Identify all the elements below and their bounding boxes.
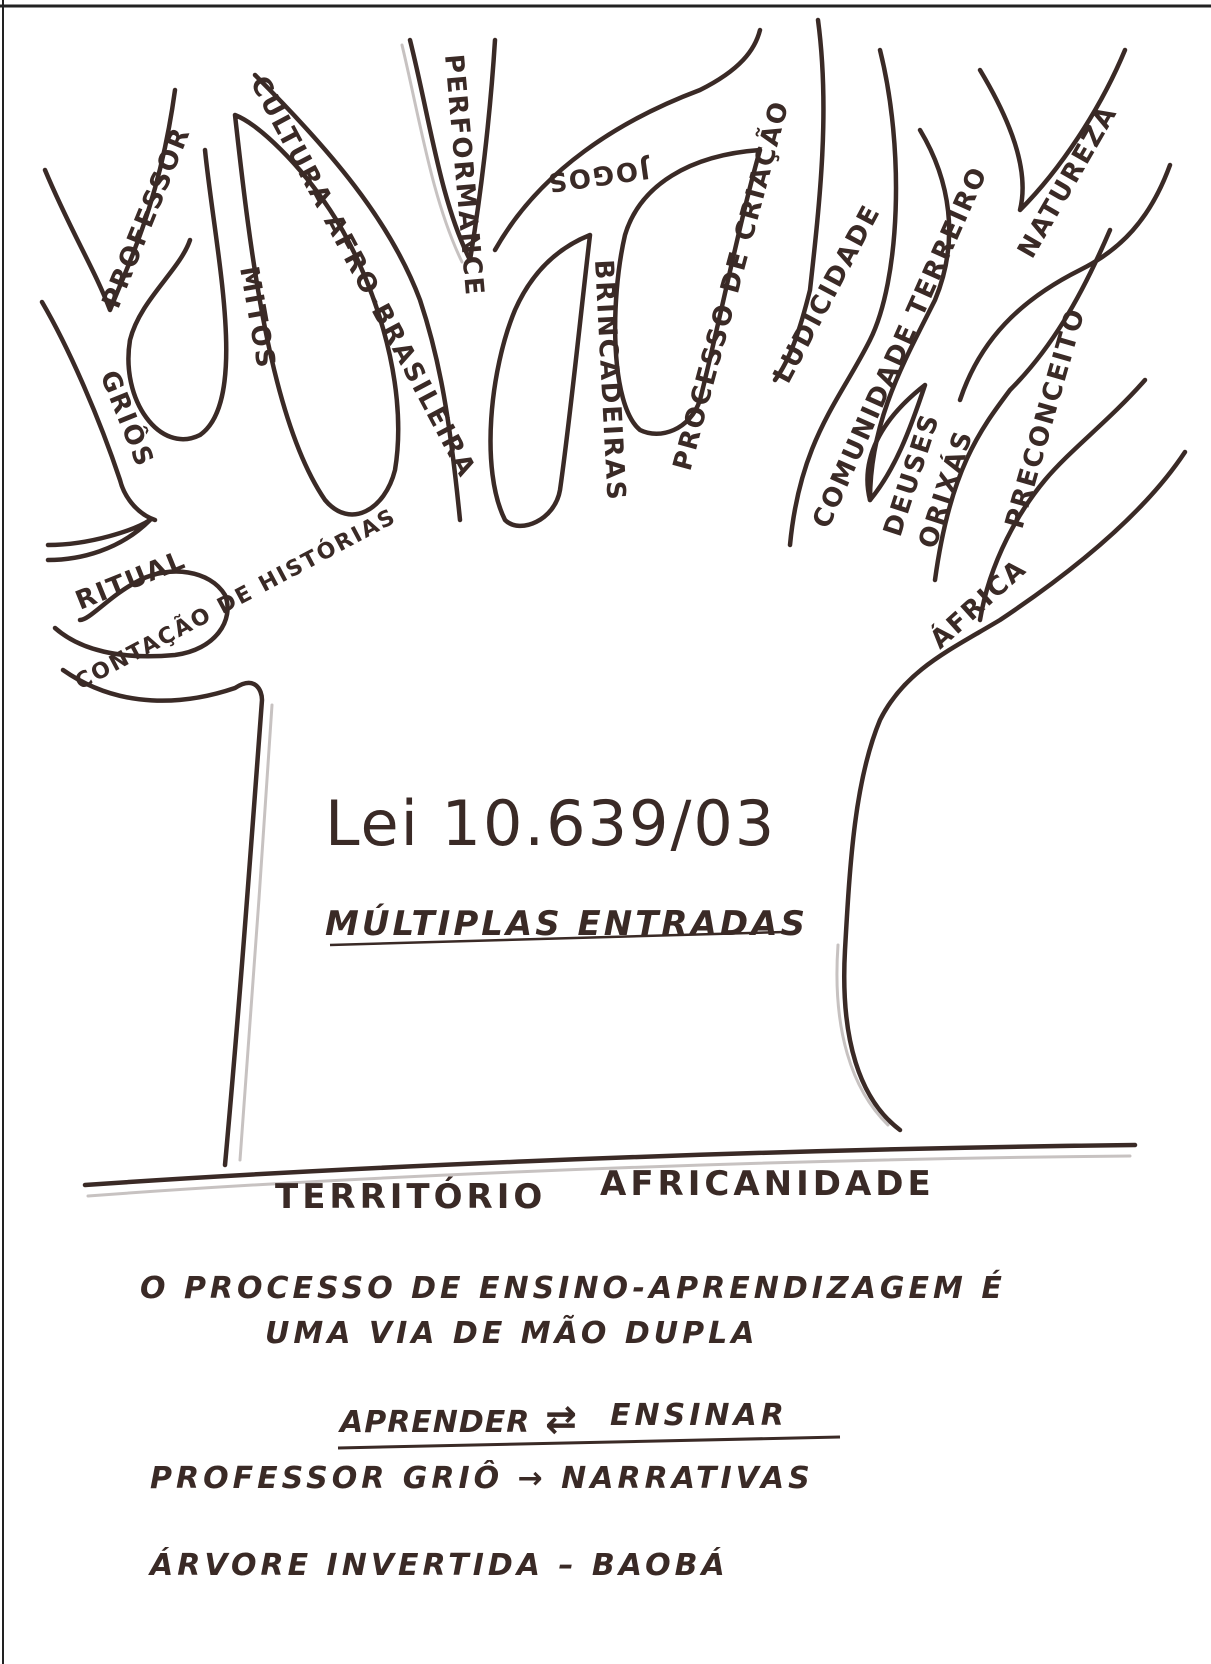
label-performance: PERFORMANCE [438, 53, 489, 298]
label-griots: GRIÔS [94, 366, 162, 472]
note-professor-grio: PROFESSOR GRIÔ → NARRATIVAS [150, 1459, 814, 1496]
label-natureza: NATUREZA [1012, 100, 1124, 263]
label-africanidade: AFRICANIDADE [600, 1164, 935, 1204]
label-brincadeiras: BRINCADEIRAS [588, 259, 631, 503]
label-professor: PROFESSOR [97, 122, 197, 312]
label-aprender: APRENDER [338, 1405, 530, 1440]
note-line-1: O PROCESSO DE ENSINO-APRENDIZAGEM É [140, 1270, 1006, 1306]
law-title: Lei 10.639/03 [325, 787, 776, 860]
label-preconceito: PRECONCEITO [1000, 304, 1092, 532]
label-jogos: JOGOS [544, 153, 653, 197]
label-ensinar: ENSINAR [610, 1398, 788, 1433]
label-mitos: MITOS [233, 264, 281, 372]
note-arvore-invertida: ÁRVORE INVERTIDA – BAOBÁ [148, 1547, 729, 1583]
label-africa: ÁFRICA [923, 552, 1033, 655]
note-line-2: UMA VIA DE MÃO DUPLA [265, 1314, 758, 1351]
label-processo-criacao: PROCESSO DE CRIAÇÃO [666, 96, 796, 473]
label-ludicidade: LUDICIDADE [768, 200, 887, 389]
label-ritual: RITUAL [71, 545, 190, 616]
label-territorio: TERRITÓRIO [275, 1176, 546, 1217]
arrows-icon: ⇄ [545, 1397, 579, 1441]
